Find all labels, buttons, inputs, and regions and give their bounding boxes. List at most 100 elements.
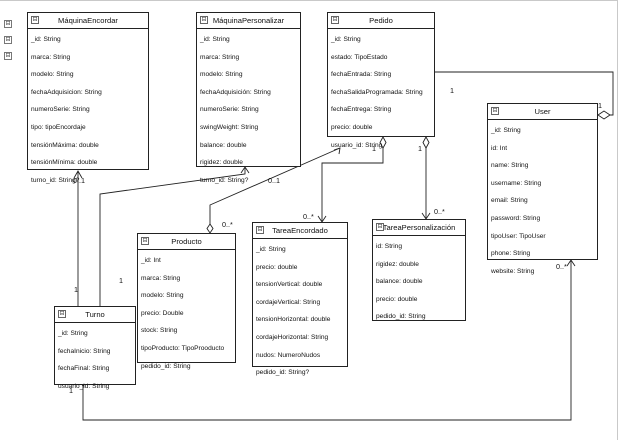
attribute: modelo: String	[200, 71, 243, 79]
attribute: tensiónMínima: double	[31, 159, 98, 167]
class-header: ⊟ MáquinaPersonalizar	[197, 13, 300, 29]
class-title: User	[534, 107, 551, 116]
attribute: email: String	[491, 197, 528, 205]
multiplicity-label: 0..*	[434, 207, 445, 216]
multiplicity-label: 1	[418, 144, 422, 153]
class-producto[interactable]: ⊟ Producto _id: Int marca: String modelo…	[137, 233, 236, 370]
class-header: ⊟ TareaEncordado	[253, 223, 347, 239]
multiplicity-label: 0..1	[268, 176, 280, 185]
attribute: pedido_id: String?	[256, 369, 310, 377]
attribute: modelo: String	[141, 292, 184, 300]
attribute: _id: String	[31, 36, 61, 43]
attribute: usuario_id: String	[58, 382, 110, 390]
class-turno[interactable]: ⊟ Turno _id: String fechaInicio: String …	[54, 306, 136, 390]
class-maquinaencordar[interactable]: ⊟ MáquinaEncordar _id: String marca: Str…	[27, 12, 149, 184]
attribute: turno_id: String?	[200, 176, 249, 184]
attribute: fechaEntrada: String	[331, 71, 392, 79]
attribute: fechaInicio: String	[58, 347, 111, 355]
class-header: ⊟ User	[488, 104, 597, 120]
attribute: tipo: tipoEncordaje	[31, 123, 86, 131]
attribute: modelo: String	[31, 71, 74, 79]
attribute: swingWeight: String	[200, 123, 259, 131]
collapse-icon[interactable]: ⊟	[31, 16, 39, 24]
attribute: tensionVertical: double	[256, 281, 323, 289]
attribute: precio: double	[256, 263, 298, 271]
attribute: numeroSerie: String	[200, 106, 259, 114]
attribute: rigidez: double	[376, 260, 419, 268]
class-title: TareaEncordado	[272, 226, 328, 235]
collapse-icon[interactable]: ⊟	[256, 226, 264, 234]
attribute: name: String	[491, 162, 529, 170]
attribute: precio: double	[376, 295, 418, 303]
attribute: phone: String	[491, 250, 531, 258]
attribute: _id: String	[491, 127, 521, 134]
attribute: stock: String	[141, 327, 178, 335]
multiplicity-label: 1	[74, 285, 78, 294]
attribute: balance: double	[200, 141, 247, 149]
class-title: Pedido	[369, 16, 393, 25]
attribute: balance: double	[376, 278, 423, 286]
class-tareapersonalizacion[interactable]: ⊟ TareaPersonalización id: String rigide…	[372, 219, 466, 321]
class-tareaencordado[interactable]: ⊟ TareaEncordado _id: String precio: dou…	[252, 222, 348, 376]
collapse-icon[interactable]: ⊟	[4, 52, 12, 60]
collapse-icon[interactable]: ⊟	[58, 310, 66, 318]
multiplicity-label: 1	[450, 86, 454, 95]
attribute: precio: Double	[141, 309, 184, 317]
collapse-icon[interactable]: ⊟	[331, 16, 339, 24]
multiplicity-label: 0..*	[222, 220, 233, 229]
multiplicity-label: 1	[119, 276, 123, 285]
attribute: fechaEntrega: String	[331, 106, 392, 114]
attribute: precio: double	[331, 123, 373, 131]
class-title: MáquinaPersonalizar	[212, 16, 285, 25]
class-maquinapersonalizar[interactable]: ⊟ MáquinaPersonalizar _id: String marca:…	[196, 12, 301, 184]
attribute: id: String	[376, 243, 403, 250]
collapse-icon[interactable]: ⊟	[376, 223, 384, 231]
class-user[interactable]: ⊟ User _id: String id: Int name: String …	[487, 103, 598, 275]
attribute: _id: String	[58, 330, 88, 337]
attribute: turno_id: String?	[31, 176, 80, 184]
attribute: usuario_id: String	[331, 141, 383, 149]
attribute: username: String	[491, 179, 542, 187]
attribute: rigidez: double	[200, 159, 243, 167]
class-header: ⊟ Pedido	[328, 13, 434, 29]
class-title: Producto	[171, 237, 202, 246]
attribute: fechaFinal: String	[58, 365, 110, 373]
attribute: numeroSerie: String	[31, 106, 90, 114]
multiplicity-label: 0..1	[73, 176, 85, 185]
attribute: marca: String	[141, 274, 181, 282]
attribute: tipoProducto: TipoProoducto	[141, 344, 225, 352]
collapse-icon[interactable]: ⊟	[491, 107, 499, 115]
multiplicity-label: 1	[372, 144, 376, 153]
attribute: _id: String	[331, 36, 361, 43]
attribute: marca: String	[200, 53, 240, 61]
class-header: ⊟ Turno	[55, 307, 135, 323]
multiplicity-label: 0..*	[556, 262, 567, 271]
attribute: cordajeVertical: String	[256, 298, 321, 306]
collapse-icon[interactable]: ⊟	[4, 20, 12, 28]
collapse-icon[interactable]: ⊟	[4, 36, 12, 44]
attribute: pedido_id: String	[376, 313, 426, 321]
attribute: fechaAdquisición: String	[200, 88, 271, 96]
attribute: pedido_id: String	[141, 362, 191, 370]
attribute: website: String	[491, 267, 535, 275]
attribute: fechaSalidaProgramada: String	[331, 88, 423, 96]
attribute: _id: String	[256, 246, 286, 253]
class-title: TareaPersonalización	[382, 223, 456, 232]
attribute: nudos: NumeroNudos	[256, 351, 321, 359]
collapse-icon[interactable]: ⊟	[200, 16, 208, 24]
attribute: cordajeHorizontal: String	[256, 333, 329, 341]
attribute: estado: TipoEstado	[331, 53, 388, 61]
class-header: ⊟ TareaPersonalización	[373, 220, 465, 236]
attribute: marca: String	[31, 53, 71, 61]
attribute: _id: Int	[141, 257, 161, 264]
class-header: ⊟ MáquinaEncordar	[28, 13, 148, 29]
class-pedido[interactable]: ⊟ Pedido _id: String estado: TipoEstado …	[327, 12, 435, 149]
attribute: tipoUser: TipoUser	[491, 232, 546, 240]
attribute: tensionHorizontal: double	[256, 316, 331, 324]
attribute: password: String	[491, 214, 541, 222]
collapse-icon[interactable]: ⊟	[141, 237, 149, 245]
class-header: ⊟ Producto	[138, 234, 235, 250]
attribute: fechaAdquisicion: String	[31, 88, 102, 96]
multiplicity-label: 1	[598, 101, 602, 110]
attribute: id: Int	[491, 144, 508, 152]
